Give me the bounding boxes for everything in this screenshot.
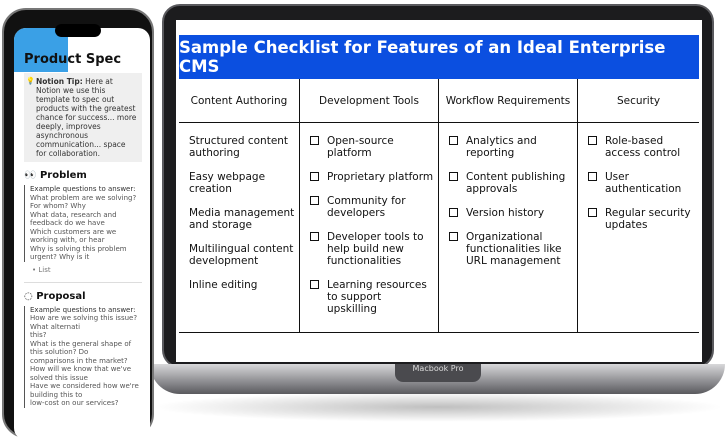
device-shadow: [150, 392, 725, 422]
checkbox[interactable]: [588, 136, 597, 145]
item-label: Organizational functionalities like URL …: [466, 231, 562, 267]
checklist-item[interactable]: Community for developers: [310, 195, 434, 219]
quote-intro: Example questions to answer:: [30, 305, 136, 314]
checklist-item[interactable]: Inline editing: [189, 279, 295, 291]
laptop-label: Macbook Pro: [395, 364, 481, 382]
checklist-item[interactable]: Learning resources to support upskilling: [310, 279, 434, 315]
laptop-screen: Sample Checklist for Features of an Idea…: [176, 20, 702, 362]
item-label: Open-source platform: [327, 135, 394, 159]
column-header: Development Tools: [300, 79, 438, 123]
checklist-item[interactable]: Analytics and reporting: [449, 135, 573, 159]
checklist-item[interactable]: Structured content authoring: [189, 135, 295, 159]
checklist-item[interactable]: Role-based access control: [588, 135, 695, 159]
checklist-title: Sample Checklist for Features of an Idea…: [179, 35, 699, 79]
checkbox[interactable]: [449, 136, 458, 145]
checklist-item[interactable]: Regular security updates: [588, 207, 695, 231]
checkbox[interactable]: [310, 280, 319, 289]
quote-line: comparisons in the market?: [30, 356, 128, 365]
item-label: Analytics and reporting: [466, 135, 537, 159]
spinner-icon: ◌: [24, 290, 33, 302]
item-label: Easy webpage creation: [189, 171, 266, 195]
list-item[interactable]: • List: [32, 265, 51, 274]
quote-intro: Example questions to answer:: [30, 185, 136, 193]
checklist-item[interactable]: Organizational functionalities like URL …: [449, 231, 573, 267]
quote-line: What is the general shape of this soluti…: [30, 339, 132, 357]
column-header: Security: [578, 79, 699, 123]
item-label: Regular security updates: [605, 207, 691, 231]
tip-text: Here at Notion we use this template to s…: [36, 77, 137, 158]
item-label: User authentication: [605, 171, 682, 195]
dynamic-island: [55, 24, 101, 37]
divider: [24, 281, 142, 283]
item-label: Media management and storage: [189, 207, 295, 231]
page-title: Product Spec: [24, 52, 122, 67]
problem-heading-text: Problem: [39, 170, 87, 181]
quote-line: How are we solving this issue? What alte…: [30, 314, 138, 331]
problem-quote: Example questions to answer: What proble…: [24, 185, 142, 262]
checklist-item[interactable]: User authentication: [588, 171, 695, 195]
quote-line: Which customers are we working with, or …: [30, 227, 117, 245]
checklist-item[interactable]: Easy webpage creation: [189, 171, 295, 195]
checkbox[interactable]: [310, 232, 319, 241]
checkbox[interactable]: [310, 136, 319, 145]
checklist-item[interactable]: Media management and storage: [189, 207, 295, 231]
phone-content: Product Spec 💡 Notion Tip: Here at Notio…: [24, 52, 142, 408]
item-label: Learning resources to support upskilling: [327, 279, 427, 315]
item-label: Developer tools to help build new functi…: [327, 231, 424, 267]
checklist-item[interactable]: Content publishing approvals: [449, 171, 573, 195]
item-label: Proprietary platform: [327, 171, 434, 183]
checkbox[interactable]: [449, 172, 458, 181]
proposal-heading: ◌ Proposal: [24, 291, 142, 302]
quote-line: Have we considered how we're building th…: [30, 382, 139, 399]
quote-line: low-cost on our services?: [30, 399, 119, 407]
notion-tip-callout: 💡 Notion Tip: Here at Notion we use this…: [24, 73, 142, 162]
item-label: Role-based access control: [605, 135, 681, 159]
quote-line: What problem are we solving? For whom? W…: [30, 193, 137, 211]
checkbox[interactable]: [449, 232, 458, 241]
proposal-quote: Example questions to answer: How are we …: [24, 305, 142, 408]
quote-line: How will we know that we've solved this …: [30, 365, 132, 382]
quote-line: this?: [30, 331, 47, 339]
checklist-item[interactable]: Multilingual content development: [189, 243, 295, 267]
eyes-icon: 👀: [24, 170, 37, 181]
checkbox[interactable]: [588, 172, 597, 181]
list-text: List: [38, 265, 51, 274]
problem-heading: 👀 Problem: [24, 170, 142, 181]
item-label: Inline editing: [189, 279, 258, 291]
item-label: Multilingual content development: [189, 243, 294, 267]
phone-screen: Product Spec 💡 Notion Tip: Here at Notio…: [14, 28, 150, 440]
item-label: Version history: [466, 207, 545, 219]
checklist-item[interactable]: Open-source platform: [310, 135, 434, 159]
column-header: Content Authoring: [179, 79, 299, 123]
checkbox[interactable]: [449, 208, 458, 217]
item-label: Structured content authoring: [189, 135, 289, 159]
quote-line: What data, research and feedback do we h…: [30, 210, 117, 228]
lightbulb-icon: 💡: [26, 77, 35, 85]
item-label: Community for developers: [327, 195, 406, 219]
quote-line: Why is solving this problem urgent? Why …: [30, 244, 127, 262]
checkbox[interactable]: [588, 208, 597, 217]
item-label: Content publishing approvals: [466, 171, 566, 195]
proposal-heading-text: Proposal: [36, 290, 86, 302]
tip-label: Notion Tip:: [36, 77, 83, 86]
checkbox[interactable]: [310, 196, 319, 205]
checklist-item[interactable]: Proprietary platform: [310, 171, 434, 183]
checkbox[interactable]: [310, 172, 319, 181]
phone-body: Product Spec 💡 Notion Tip: Here at Notio…: [2, 8, 154, 440]
checklist-item[interactable]: Version history: [449, 207, 573, 219]
checklist-item[interactable]: Developer tools to help build new functi…: [310, 231, 434, 267]
column-header: Workflow Requirements: [439, 79, 577, 123]
